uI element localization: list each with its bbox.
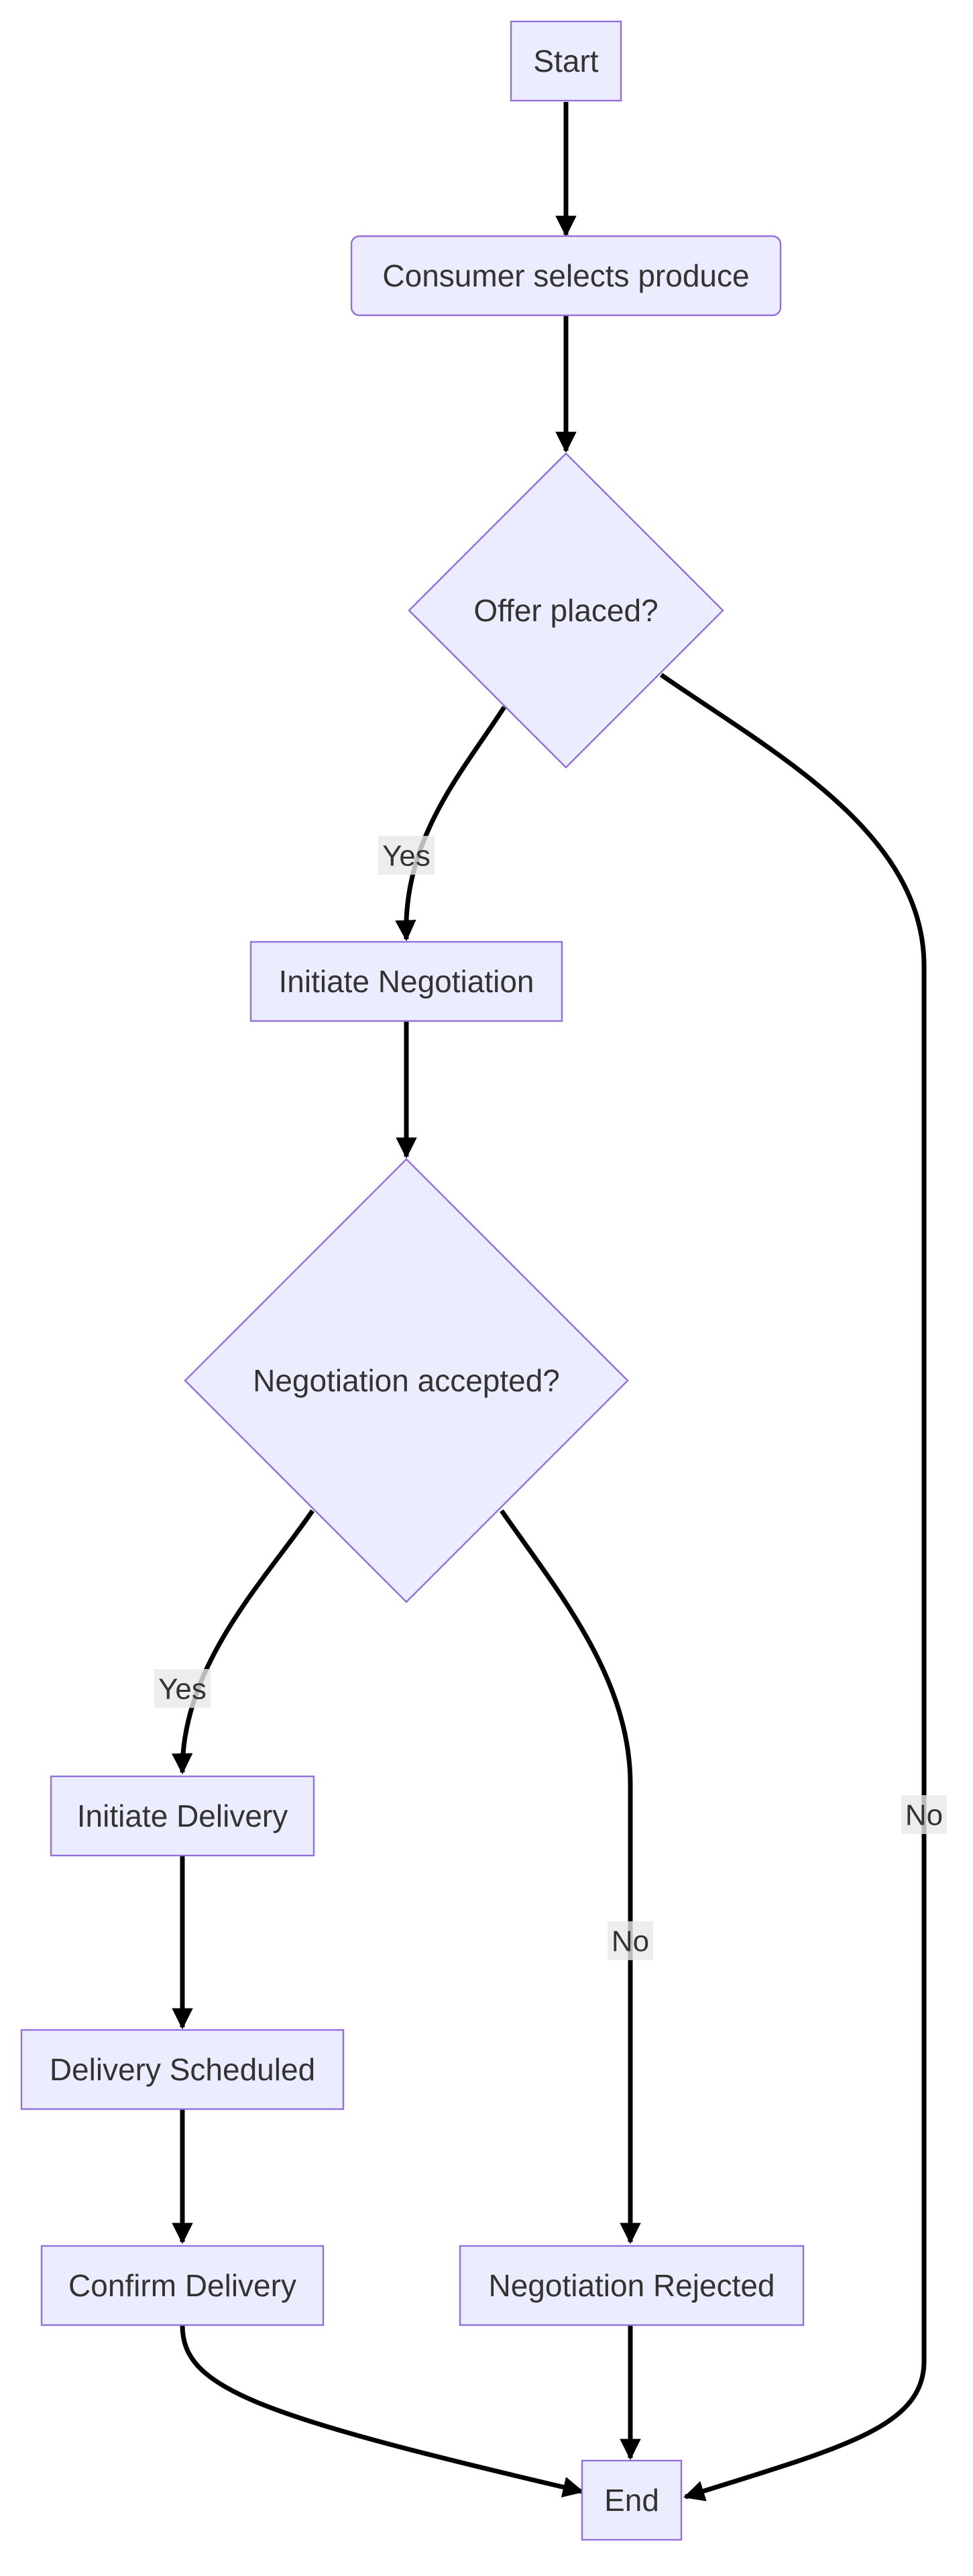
edge-label-negotiation-no: No [608,1921,653,1960]
edge-offer-no-to-end [660,673,927,2502]
node-delivery-scheduled-label: Delivery Scheduled [50,2052,315,2087]
node-offer-placed-decision[interactable]: Offer placed? [408,452,724,769]
node-delivery-scheduled[interactable]: Delivery Scheduled [20,2029,345,2110]
node-start[interactable]: Start [510,20,622,102]
node-consumer-selects-produce[interactable]: Consumer selects produce [350,235,782,317]
node-confirm-delivery[interactable]: Confirm Delivery [40,2245,325,2326]
node-negotiation-accepted-label: Negotiation accepted? [253,1363,560,1398]
node-initiate-negotiation[interactable]: Initiate Negotiation [249,941,563,1022]
node-negotiation-rejected-label: Negotiation Rejected [488,2268,775,2303]
edges [171,102,927,2502]
edge-label-offer-yes-text: Yes [382,840,431,873]
edge-accepted-yes-to-delivery [171,1509,314,1775]
node-confirm-delivery-label: Confirm Delivery [68,2268,296,2303]
edge-label-negotiation-yes: Yes [154,1669,211,1708]
node-offer-placed-label: Offer placed? [473,593,658,628]
node-end[interactable]: End [581,2459,683,2541]
edge-confirm-to-end [180,2324,585,2498]
edge-label-negotiation-no-text: No [612,1925,649,1958]
edge-label-negotiation-yes-text: Yes [158,1673,207,1706]
edge-label-offer-no-text: No [905,1799,943,1832]
node-initiate-negotiation-label: Initiate Negotiation [278,964,534,999]
node-negotiation-rejected[interactable]: Negotiation Rejected [459,2245,805,2326]
edge-label-offer-no: No [901,1795,947,1834]
edge-accepted-no-to-rejected [500,1509,641,2245]
node-initiate-delivery[interactable]: Initiate Delivery [50,1775,315,1857]
node-start-label: Start [533,44,598,78]
edge-label-offer-yes: Yes [378,836,435,875]
node-end-label: End [604,2483,659,2518]
node-negotiation-accepted-decision[interactable]: Negotiation accepted? [184,1158,629,1603]
node-initiate-delivery-label: Initiate Delivery [77,1799,288,1833]
edge-offer-yes-to-negotiation [395,706,506,942]
node-consumer-selects-produce-label: Consumer selects produce [382,258,749,293]
